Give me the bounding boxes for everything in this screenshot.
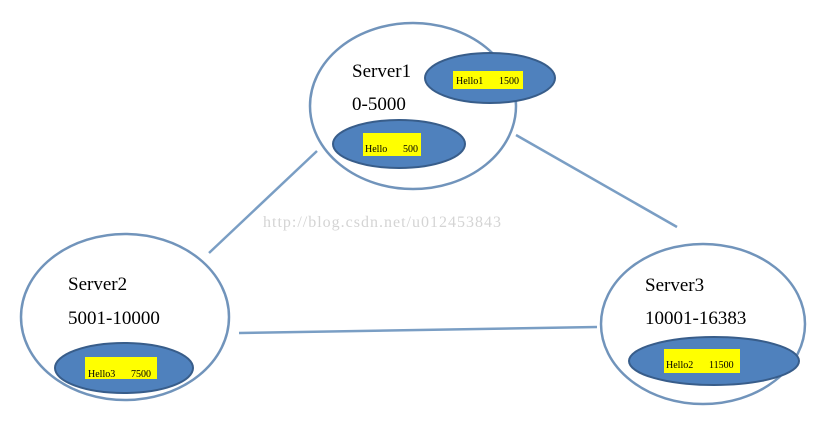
server2-range: 5001-10000: [68, 308, 160, 329]
link-server1-server2: [208, 150, 318, 254]
server3-range: 10001-16383: [645, 308, 746, 329]
server2-name: Server2: [68, 274, 127, 295]
key-hello2-slot: 11500: [709, 360, 734, 371]
key-hello3: Hello3 7500: [54, 342, 194, 394]
server3-node: [599, 242, 807, 406]
server2-node: [19, 232, 231, 402]
key-hello-name: Hello: [365, 144, 387, 155]
server1-name: Server1: [352, 61, 411, 82]
key-hello1-slot: 1500: [499, 76, 519, 87]
server1-node: [308, 21, 518, 191]
key-hello1-highlight: [453, 71, 523, 89]
link-server2-server3: [238, 325, 598, 335]
key-hello2-name: Hello2: [666, 360, 693, 371]
key-hello-highlight: [363, 133, 421, 156]
key-hello3-slot: 7500: [131, 369, 151, 380]
key-hello: Hello 500: [332, 119, 466, 169]
watermark-text: http://blog.csdn.net/u012453843: [263, 214, 502, 231]
key-hello1: Hello1 1500: [424, 52, 556, 104]
server3-name: Server3: [645, 275, 704, 296]
key-hello3-highlight: [85, 357, 157, 379]
key-hello2-highlight: [664, 349, 740, 373]
key-hello1-name: Hello1: [456, 76, 483, 87]
key-hello2: Hello2 11500: [628, 336, 800, 386]
key-hello3-name: Hello3: [88, 369, 115, 380]
link-server1-server3: [515, 133, 678, 229]
server1-range: 0-5000: [352, 94, 406, 115]
key-hello-slot: 500: [403, 144, 418, 155]
